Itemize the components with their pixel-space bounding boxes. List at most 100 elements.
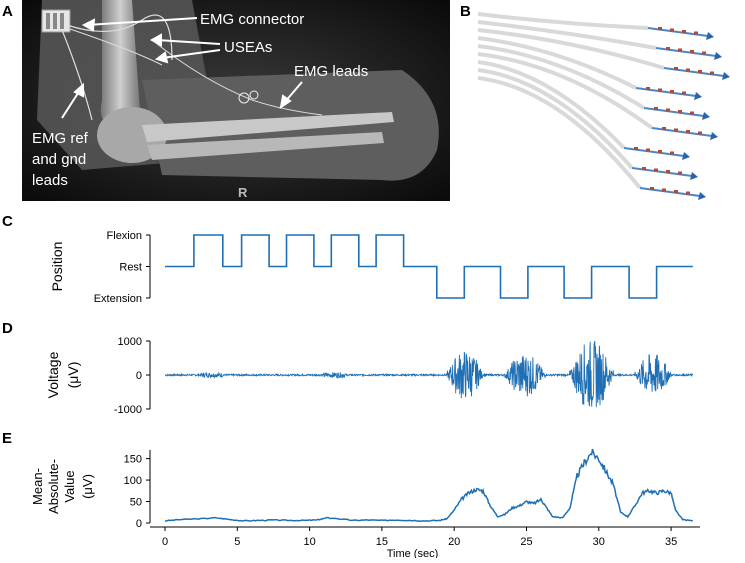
lead-contact [678, 110, 682, 113]
wire [61, 29, 93, 121]
radius-bone [142, 112, 394, 142]
lead-contact [654, 107, 658, 110]
lead-contact [670, 90, 674, 93]
panel-label-e: E [2, 430, 13, 447]
e-yunit: (μV) [80, 474, 95, 499]
e-ylabel-line: Absolute- [46, 459, 61, 514]
d-ylabel: Voltage [45, 351, 61, 398]
humerus-bone [100, 0, 140, 133]
lead-contact [666, 108, 670, 112]
electrode-leads-drawing [477, 12, 730, 200]
e-ylabel-line: Value [62, 470, 77, 502]
lead-tip [643, 107, 705, 117]
lead-contact [662, 188, 666, 192]
arrow-emg-connector [86, 17, 198, 26]
lead-tip [631, 167, 693, 177]
lead-contact [674, 128, 678, 132]
lead-hook [714, 52, 722, 60]
lead-contact [674, 190, 678, 193]
panel-label-d: D [2, 320, 13, 337]
e-xtick-label: 5 [234, 536, 240, 548]
c-ytick-label: Flexion [107, 230, 142, 242]
lead-wire [477, 36, 637, 90]
lead-contact [650, 187, 654, 190]
lead-contact [682, 91, 686, 95]
arrow-usea-1 [156, 39, 221, 45]
label-ref-line1: EMG ref [32, 130, 89, 147]
lead-contact [658, 27, 662, 30]
e-xtick-label: 10 [303, 536, 315, 548]
radiograph-marker: R [238, 185, 248, 200]
wire [66, 27, 163, 66]
lead-contact [698, 131, 702, 135]
lead-tip [663, 67, 725, 77]
panel-label-a: A [2, 3, 13, 20]
e-ylabel-line: Mean- [30, 468, 45, 505]
e-xtick-label: 0 [162, 536, 168, 548]
c-ytick-label: Extension [94, 293, 142, 305]
lead-wire [477, 28, 665, 70]
e-xtick-label: 30 [593, 536, 605, 548]
lead-coil [238, 92, 250, 104]
c-ytick-label: Rest [119, 262, 142, 274]
lead-hook [706, 32, 714, 40]
lead-contact [666, 47, 670, 50]
lead-contact [634, 147, 638, 150]
lead-contact [710, 71, 714, 75]
lead-tip [655, 47, 717, 57]
connector-pin [46, 13, 50, 29]
lead-wire [477, 52, 654, 130]
d-ytick-label: 1000 [118, 336, 142, 348]
lead-contact [678, 171, 682, 175]
e-ytick-label: 150 [124, 454, 142, 466]
lead-contact [682, 30, 686, 33]
e-xtick-label: 25 [520, 536, 532, 548]
lead-tip [651, 127, 713, 137]
d-ytick-label: -1000 [114, 404, 142, 416]
lead-contact [670, 151, 674, 155]
lead-contact [646, 87, 650, 90]
d-ytick-label: 0 [136, 370, 142, 382]
arrowhead [81, 18, 96, 32]
panel-label-c: C [2, 213, 13, 230]
lead-tip [639, 187, 701, 197]
lead-contact [690, 50, 694, 53]
lead-wire [477, 60, 626, 150]
lead-contact [646, 148, 650, 152]
lead-tip [623, 147, 685, 157]
label-emg-leads: EMG leads [294, 63, 368, 80]
arrowhead [279, 94, 292, 110]
lead-tip [647, 27, 709, 37]
e-ytick-label: 50 [130, 497, 142, 509]
arrowhead [154, 51, 169, 64]
lead-hook [694, 92, 702, 100]
lead-contact [694, 31, 698, 35]
connector-pin [60, 13, 64, 29]
lead-hook [682, 152, 690, 160]
e-xtick-label: 35 [665, 536, 677, 548]
lead-contact [702, 51, 706, 55]
lead-contact [654, 168, 658, 172]
lead-contact [642, 167, 646, 170]
lead-wire [477, 76, 642, 190]
lead-coil [249, 90, 259, 100]
lead-contact [686, 191, 690, 195]
position-series-line [165, 234, 693, 299]
signal-charts: ExtensionRestFlexionPosition10000-1000Vo… [30, 230, 700, 560]
e-ytick-label: 0 [136, 518, 142, 530]
lead-wire [477, 20, 657, 50]
lead-contact [698, 70, 702, 73]
e-xtick-label: 15 [376, 536, 388, 548]
wire [151, 39, 323, 116]
arrow-ref-leads [61, 89, 81, 119]
lead-contact [670, 28, 674, 32]
lead-contact [686, 68, 690, 72]
arrowhead [73, 82, 84, 98]
d-yunit: (μV) [65, 362, 81, 389]
electrode-leads-image [477, 8, 740, 208]
lead-contact [690, 111, 694, 115]
connector-pin [53, 13, 57, 29]
lead-contact [658, 150, 662, 153]
e-xtick-label: 20 [448, 536, 460, 548]
